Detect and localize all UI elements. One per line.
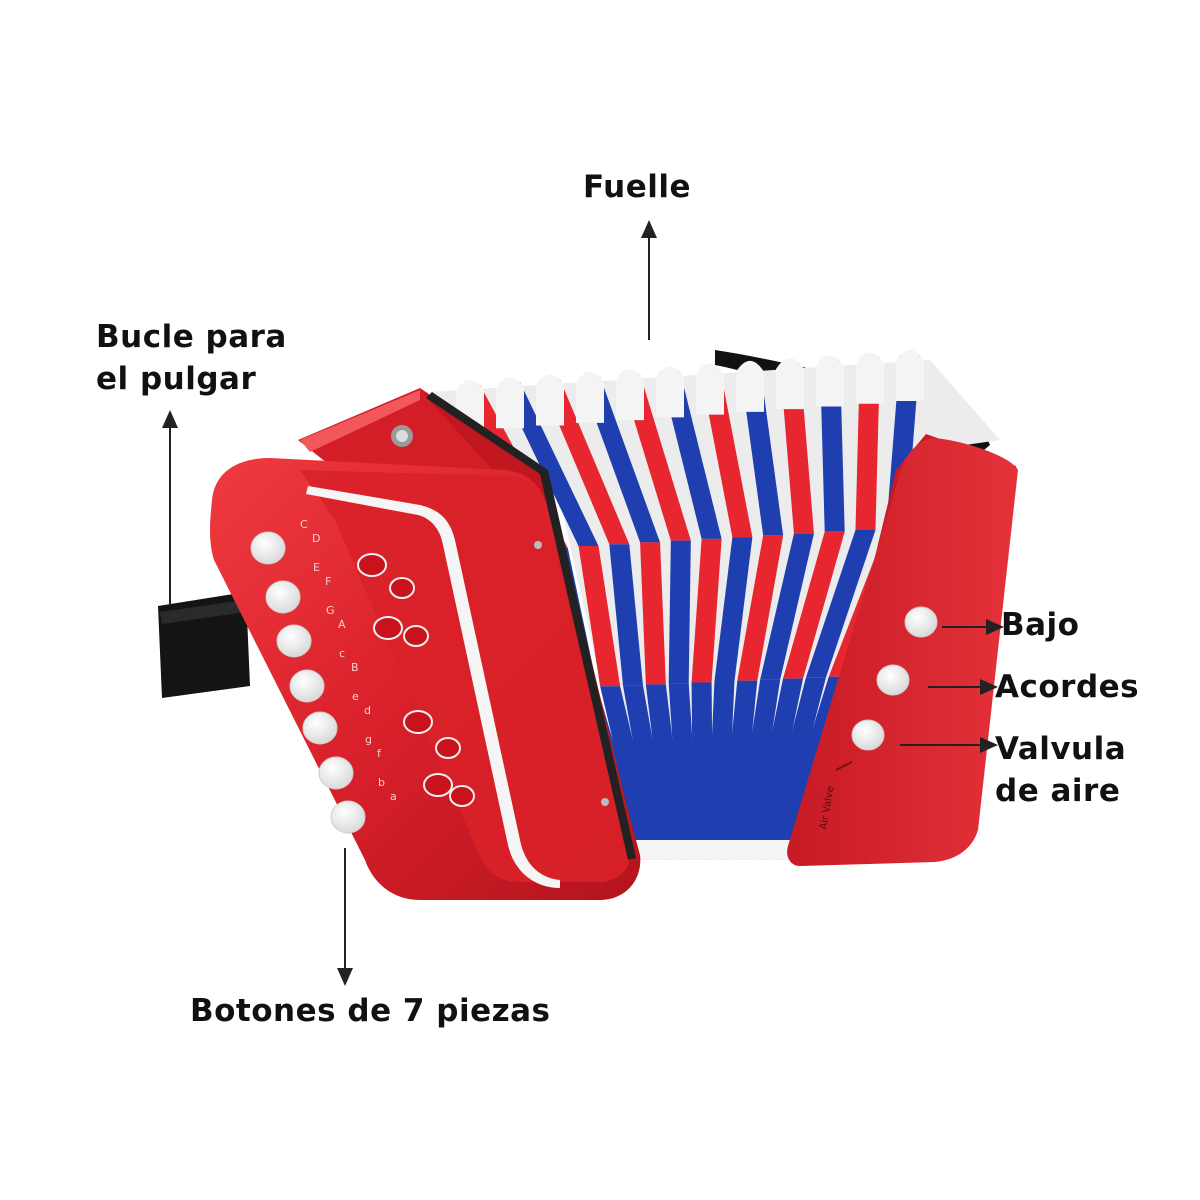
note-letter: D (312, 532, 320, 545)
note-letter: C (300, 518, 308, 531)
label-fuelle-text: Fuelle (583, 169, 692, 205)
note-letter: c (339, 647, 345, 660)
note-letter: e (352, 690, 359, 703)
bellows-fold (656, 366, 722, 860)
bellows-fold (616, 369, 704, 860)
right-housing (787, 434, 1018, 866)
note-letter: b (378, 776, 385, 789)
note-letter: E (313, 561, 320, 574)
left-housing (210, 388, 641, 900)
melody-button[interactable] (250, 531, 286, 565)
melody-button[interactable] (276, 624, 312, 658)
label-fuelle: Fuelle (583, 166, 691, 208)
bellows-fold (716, 360, 784, 860)
note-letter: G (326, 604, 335, 617)
air-valve-button[interactable] (851, 719, 885, 751)
bellows-fold (730, 358, 814, 860)
label-valvula-line1: Valvula (995, 731, 1127, 767)
note-letter: A (338, 618, 346, 631)
melody-button[interactable] (289, 669, 325, 703)
label-acordes: Acordes (995, 666, 1139, 708)
thumb-strap (158, 592, 250, 698)
label-bucle-line2: el pulgar (96, 361, 257, 397)
note-letter: d (364, 704, 371, 717)
note-letter: F (325, 575, 331, 588)
bellows-fold (496, 377, 663, 860)
melody-button[interactable] (318, 756, 354, 790)
arrows (162, 220, 1004, 986)
melody-button[interactable] (265, 580, 301, 614)
chord-button[interactable] (876, 664, 910, 696)
bellows-fold (743, 355, 845, 860)
melody-button[interactable] (330, 800, 366, 834)
label-acordes-text: Acordes (995, 669, 1140, 705)
note-letter: f (377, 747, 382, 760)
inner-keys (357, 553, 475, 807)
note-letter: a (390, 790, 397, 803)
label-botones: Botones de 7 piezas (190, 990, 551, 1032)
label-bucle-line1: Bucle para (96, 319, 287, 355)
note-letter: g (365, 733, 372, 746)
bass-button[interactable] (904, 606, 938, 638)
label-valvula-line2: de aire (995, 773, 1121, 809)
bellows-fold (576, 371, 690, 860)
note-letter: B (351, 661, 359, 674)
label-botones-text: Botones de 7 piezas (190, 993, 551, 1029)
label-bucle-para-el-pulgar: Bucle para el pulgar (96, 316, 287, 400)
melody-button[interactable] (302, 711, 338, 745)
label-bajo-text: Bajo (1001, 607, 1080, 643)
label-valvula-de-aire: Valvula de aire (995, 728, 1126, 812)
label-bajo: Bajo (1001, 604, 1079, 646)
